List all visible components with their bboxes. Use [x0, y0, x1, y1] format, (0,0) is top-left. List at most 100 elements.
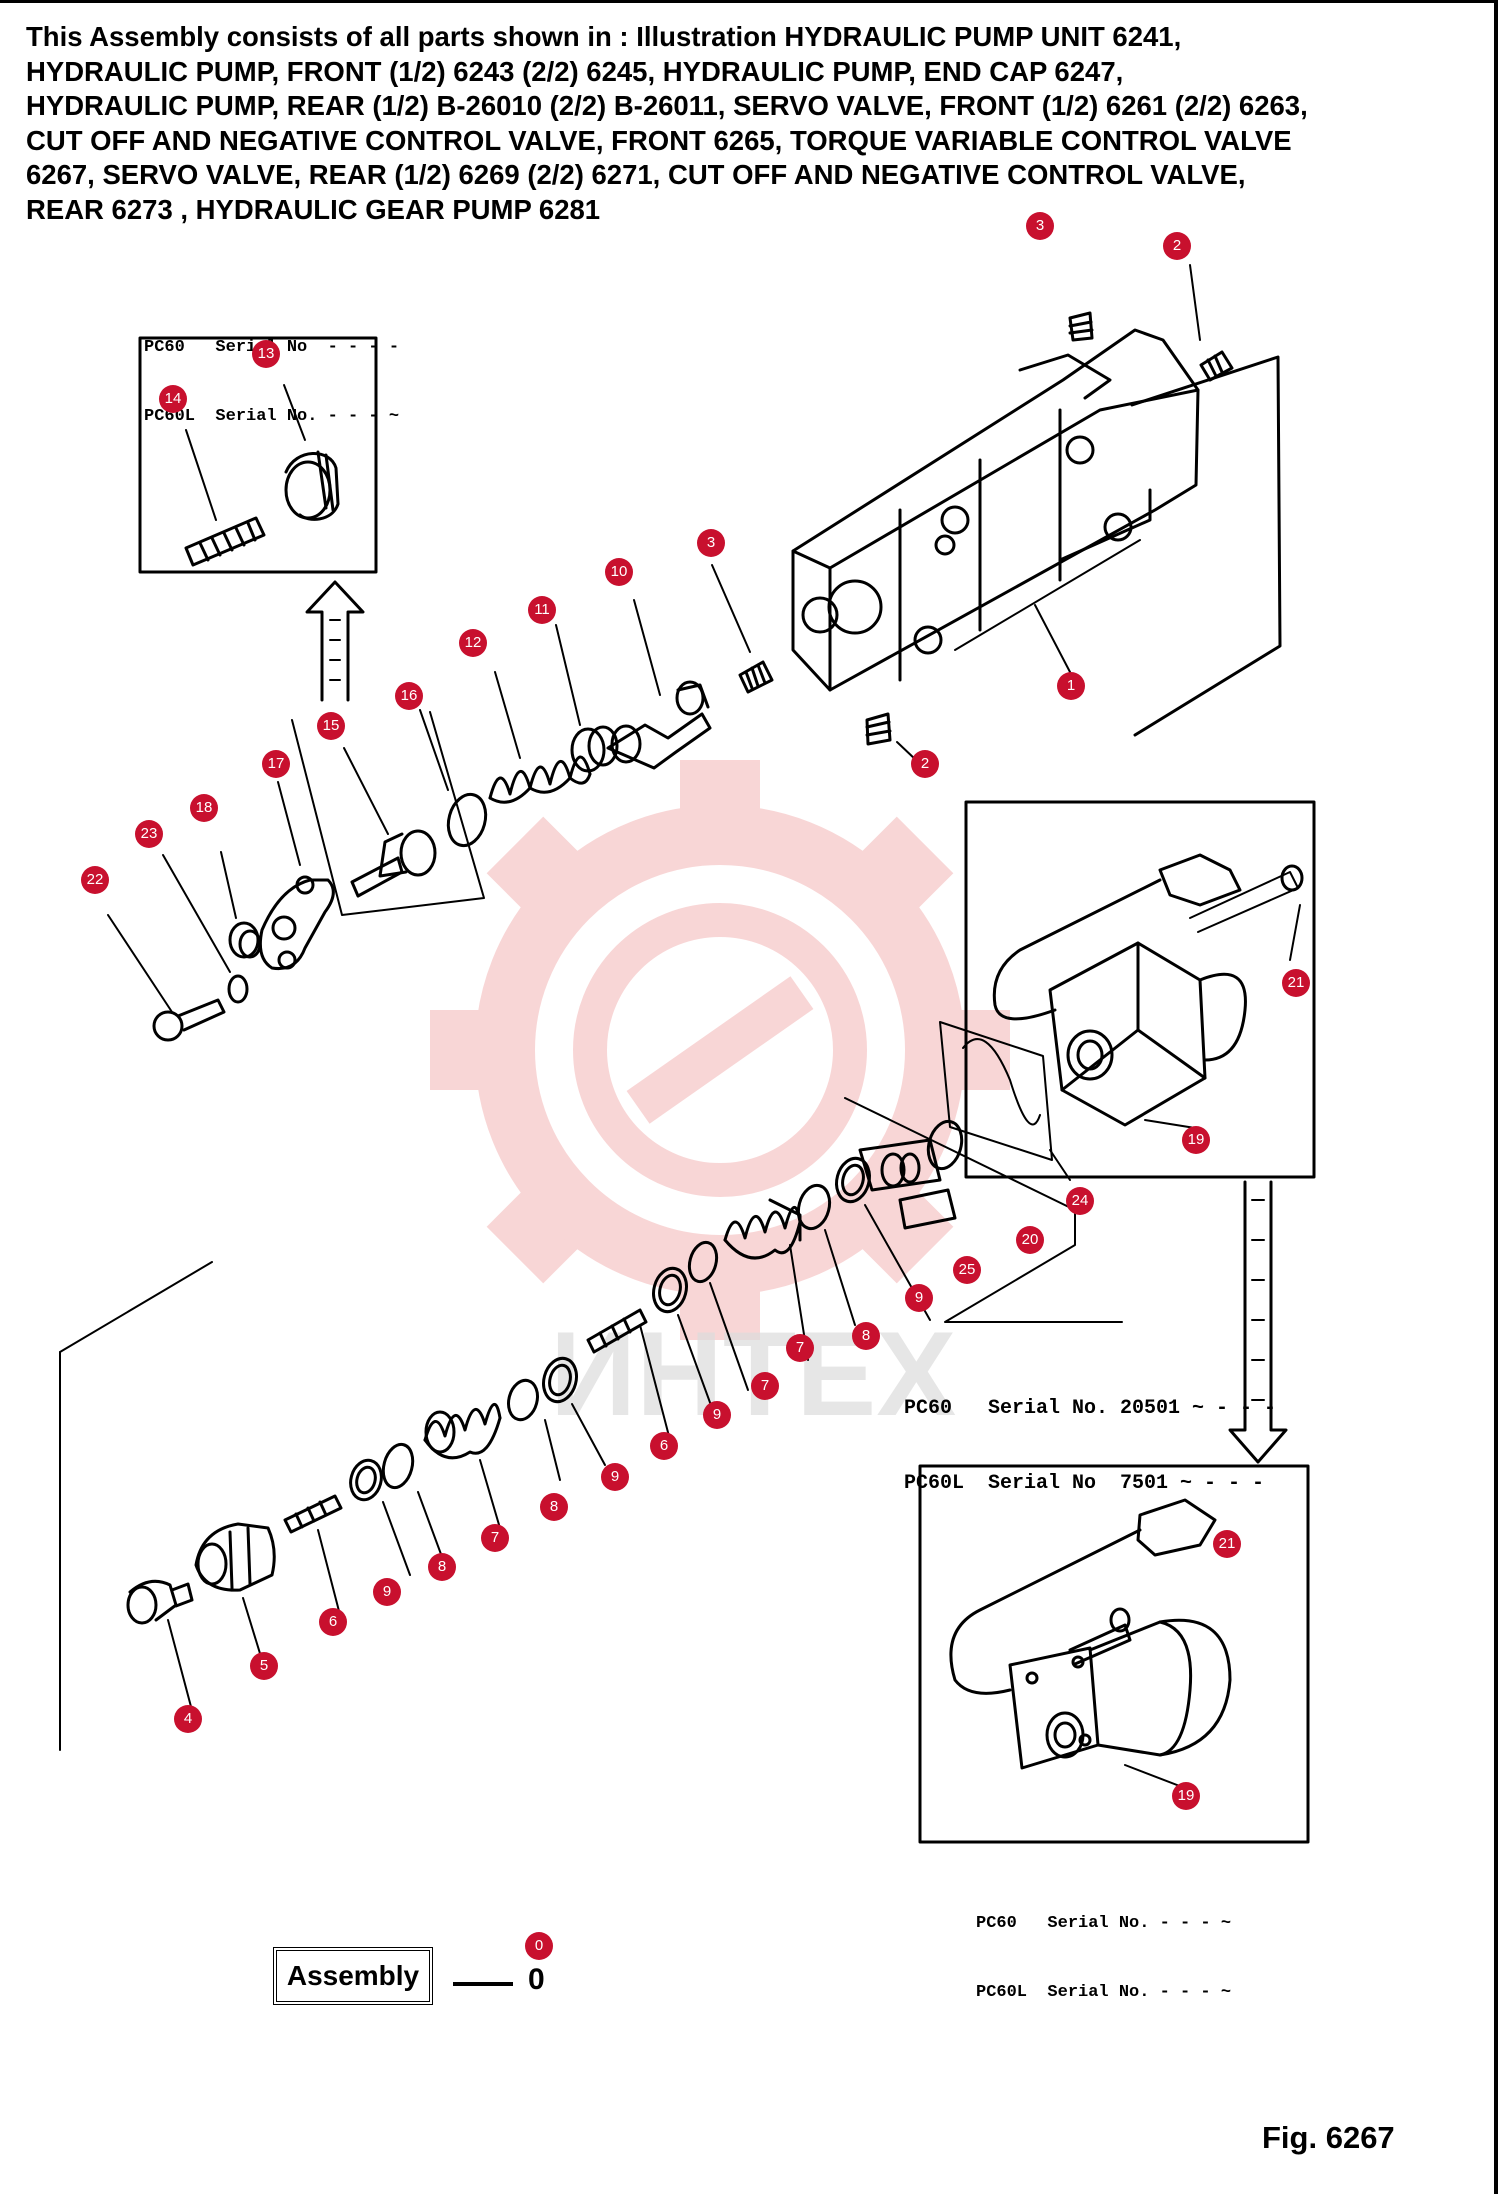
callout-0[interactable]: 0: [525, 1932, 553, 1960]
part-19-solenoid-upper: [1048, 941, 1247, 1127]
callout-7-c[interactable]: 7: [481, 1524, 509, 1552]
part-8-o-ring-b: [507, 1378, 539, 1422]
callout-17[interactable]: 17: [262, 750, 290, 778]
callout-9-a[interactable]: 9: [905, 1284, 933, 1312]
callout-24[interactable]: 24: [1066, 1187, 1094, 1215]
callout-18[interactable]: 18: [190, 794, 218, 822]
part-7-spring-a: [723, 1198, 802, 1260]
part-3-plug-lower: [738, 660, 774, 694]
part-7-spring-b: [423, 1403, 502, 1460]
callout-3-top[interactable]: 3: [1026, 212, 1054, 240]
inset-box-solenoid-upper: [964, 800, 1316, 1179]
inset-box-solenoid-lower: [918, 1464, 1310, 1844]
callout-21-lower[interactable]: 21: [1213, 1530, 1241, 1558]
callout-8-c[interactable]: 8: [428, 1553, 456, 1581]
serial-line: PC60L Serial No. - - - ~: [976, 1983, 1232, 2002]
assembly-leader-line: [453, 1982, 513, 1986]
callout-2-mid[interactable]: 2: [911, 750, 939, 778]
assembly-label-box: Assembly: [273, 1947, 433, 2005]
callout-13[interactable]: 13: [252, 340, 280, 368]
assembly-number: 0: [528, 1963, 545, 1996]
callout-16[interactable]: 16: [395, 682, 423, 710]
callout-9-c[interactable]: 9: [601, 1463, 629, 1491]
callout-21-upper[interactable]: 21: [1282, 969, 1310, 997]
callout-10[interactable]: 10: [605, 558, 633, 586]
callout-5[interactable]: 5: [250, 1652, 278, 1680]
part-14-set-screw: [184, 516, 266, 567]
part-17-plate: [258, 875, 335, 971]
top-border: [0, 0, 1498, 3]
part-2-plug-lower: [865, 712, 892, 746]
figure-label: Fig. 6267: [1262, 2120, 1395, 2155]
part-16-o-ring: [446, 792, 488, 848]
inset-frame-lower-left: [59, 1261, 213, 1353]
part-9-o-ring-b: [687, 1240, 719, 1284]
inset-frame-middle: [844, 1097, 1123, 1323]
callout-7-b[interactable]: 7: [751, 1372, 779, 1400]
callout-11[interactable]: 11: [528, 596, 556, 624]
callout-8-b[interactable]: 8: [540, 1493, 568, 1521]
arrow-up-icon: [305, 580, 365, 702]
part-1-valve-body: [791, 328, 1200, 692]
part-23-washer: [227, 974, 249, 1004]
callout-22[interactable]: 22: [81, 866, 109, 894]
serial-line: PC60L Serial No. - - - ~: [144, 407, 400, 426]
part-22-bolt: [152, 998, 226, 1042]
callout-2-top[interactable]: 2: [1163, 232, 1191, 260]
caption-line: REAR 6273 , HYDRAULIC GEAR PUMP 6281: [26, 193, 601, 225]
part-4-plug: [126, 1579, 194, 1625]
watermark-text: ИНТЕХ: [550, 1307, 956, 1441]
part-24-gasket: [939, 1021, 1053, 1161]
callout-20[interactable]: 20: [1016, 1226, 1044, 1254]
part-21-wire-lower: [949, 1498, 1217, 1695]
caption-line: 6267, SERVO VALVE, REAR (1/2) 6269 (2/2)…: [26, 159, 1246, 190]
part-6-pin-a: [586, 1308, 648, 1354]
inset-frame-body: [1130, 355, 1282, 737]
serial-note-middle-right: PC60 Serial No. 20501 ~ - - - PC60L Seri…: [904, 1346, 1276, 1546]
callout-7-a[interactable]: 7: [786, 1334, 814, 1362]
part-21-wire-upper: [992, 853, 1242, 1021]
part-25-plate: [858, 1138, 957, 1230]
serial-line: PC60 Serial No. 20501 ~ - - -: [904, 1397, 1277, 1420]
callout-25[interactable]: 25: [953, 1256, 981, 1284]
callout-6-a[interactable]: 6: [650, 1432, 678, 1460]
callout-6-b[interactable]: 6: [319, 1608, 347, 1636]
callout-4[interactable]: 4: [174, 1705, 202, 1733]
part-15-plug-screw: [350, 829, 437, 898]
caption-line: This Assembly consists of all parts show…: [26, 21, 1182, 52]
part-5-sleeve: [194, 1522, 276, 1592]
right-border: [1494, 0, 1498, 2194]
part-2-plug-upper: [1199, 350, 1234, 382]
caption-line: HYDRAULIC PUMP, REAR (1/2) B-26010 (2/2)…: [26, 90, 1308, 121]
serial-note-bottom-right: PC60 Serial No. - - - ~ PC60L Serial No.…: [976, 1866, 1231, 2050]
inset-box-top-left: [138, 336, 378, 574]
part-9-o-ring-a: [835, 1156, 871, 1204]
callout-3-mid[interactable]: 3: [697, 529, 725, 557]
callout-8-a[interactable]: 8: [852, 1322, 880, 1350]
callout-19-upper[interactable]: 19: [1182, 1126, 1210, 1154]
serial-note-top-left: PC60 Serial No - - - - PC60L Serial No. …: [144, 290, 399, 474]
callout-14[interactable]: 14: [159, 385, 187, 413]
callout-19-lower[interactable]: 19: [1172, 1782, 1200, 1810]
part-11-seal: [570, 725, 619, 773]
part-6-pin-b: [283, 1494, 343, 1534]
serial-line: PC60 Serial No. - - - ~: [976, 1914, 1232, 1933]
caption-line: CUT OFF AND NEGATIVE CONTROL VALVE, FRON…: [26, 124, 1292, 156]
serial-line: PC60L Serial No 7501 ~ - - -: [904, 1472, 1265, 1495]
callout-23[interactable]: 23: [135, 820, 163, 848]
callout-9-b[interactable]: 9: [703, 1401, 731, 1429]
part-8-o-ring-c: [381, 1442, 415, 1490]
part-12-spring: [488, 755, 592, 804]
callout-15[interactable]: 15: [317, 712, 345, 740]
arrow-down-icon: [1228, 1180, 1288, 1464]
callout-9-d[interactable]: 9: [373, 1578, 401, 1606]
assembly-caption: This Assembly consists of all parts show…: [26, 20, 1476, 227]
part-9-o-ring-d: [542, 1356, 578, 1404]
callout-12[interactable]: 12: [459, 629, 487, 657]
part-3-plug-upper: [1068, 311, 1094, 342]
part-13-cap: [284, 450, 340, 521]
part-9-o-ring-e: [349, 1458, 383, 1502]
callout-1[interactable]: 1: [1057, 672, 1085, 700]
